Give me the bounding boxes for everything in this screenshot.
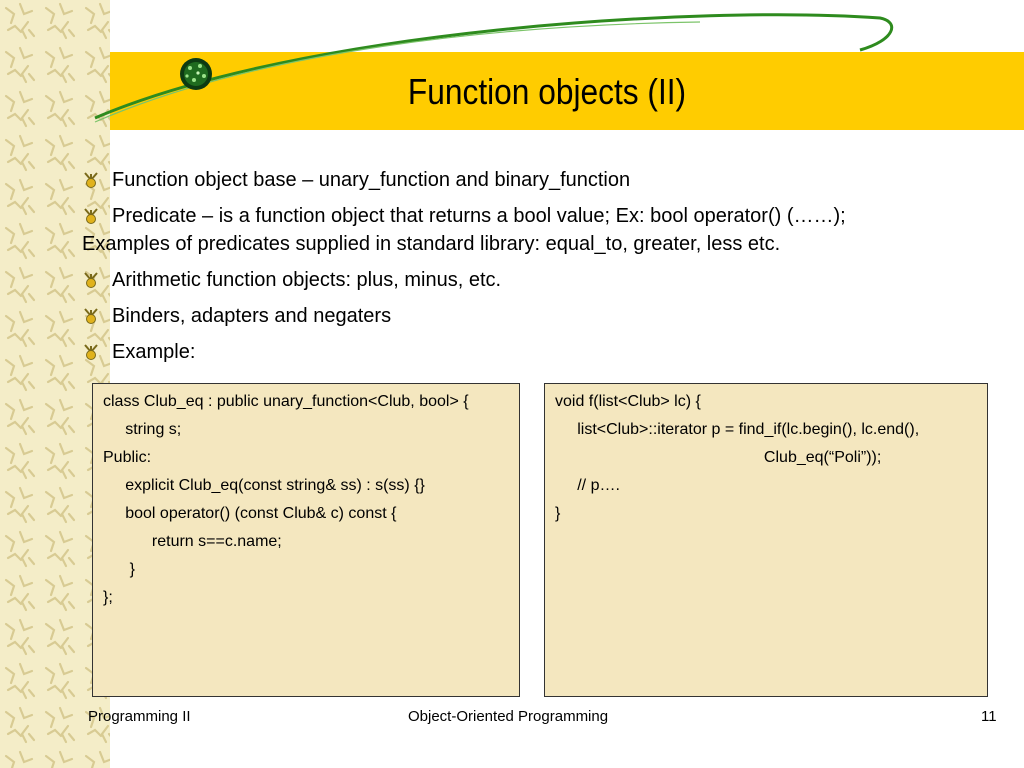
code-line: bool operator() (const Club& c) const { [103, 505, 397, 522]
arrow-star-bullet-icon [84, 308, 98, 324]
bullet-text: Example: [112, 341, 196, 363]
bullet-text: Arithmetic function objects: plus, minus… [112, 269, 502, 291]
code-line: void f(list<Club> lc) { [555, 393, 701, 410]
arrow-star-bullet-icon [84, 272, 98, 288]
code-box-class-definition: class Club_eq : public unary_function<Cl… [92, 383, 520, 697]
arrow-star-bullet-icon [84, 344, 98, 360]
green-orb-icon [180, 58, 212, 90]
sidebar-pattern [0, 0, 110, 768]
bullet-text: Binders, adapters and negaters [112, 305, 392, 327]
code-line: // p…. [555, 477, 620, 494]
footer-page-number: 11 [981, 708, 997, 725]
code-line: return s==c.name; [103, 533, 282, 550]
bullet-item: Predicate – is a function object that re… [82, 202, 982, 258]
footer-course: Programming II [88, 708, 191, 725]
bullet-item: Function object base – unary_function an… [82, 166, 982, 194]
code-line: Club_eq(“Poli”)); [555, 449, 882, 466]
decorative-sidebar [0, 0, 110, 768]
bullet-text: Function object base – unary_function an… [112, 169, 631, 191]
bullet-list: Function object base – unary_function an… [82, 166, 982, 374]
code-line: class Club_eq : public unary_function<Cl… [103, 393, 469, 410]
green-swoosh-decoration [94, 13, 893, 123]
code-line: list<Club>::iterator p = find_if(lc.begi… [555, 421, 920, 438]
arrow-star-bullet-icon [84, 172, 98, 188]
code-line: }; [103, 589, 113, 606]
footer-topic: Object-Oriented Programming [408, 708, 609, 725]
title-bar [110, 52, 1024, 130]
arrow-star-bullet-icon [84, 208, 98, 224]
code-line: explicit Club_eq(const string& ss) : s(s… [103, 477, 425, 494]
code-line: } [103, 561, 136, 578]
bullet-continuation: Examples of predicates supplied in stand… [82, 233, 781, 255]
bullet-text: Predicate – is a function object that re… [112, 205, 846, 227]
bullet-item: Binders, adapters and negaters [82, 302, 982, 330]
slide-title: Function objects (II) [407, 71, 687, 112]
code-line: Public: [103, 449, 152, 466]
bullet-item: Arithmetic function objects: plus, minus… [82, 266, 982, 294]
code-box-usage: void f(list<Club> lc) { list<Club>::iter… [544, 383, 988, 697]
code-line: } [555, 505, 561, 522]
code-line: string s; [103, 421, 182, 438]
bullet-item: Example: [82, 338, 982, 366]
